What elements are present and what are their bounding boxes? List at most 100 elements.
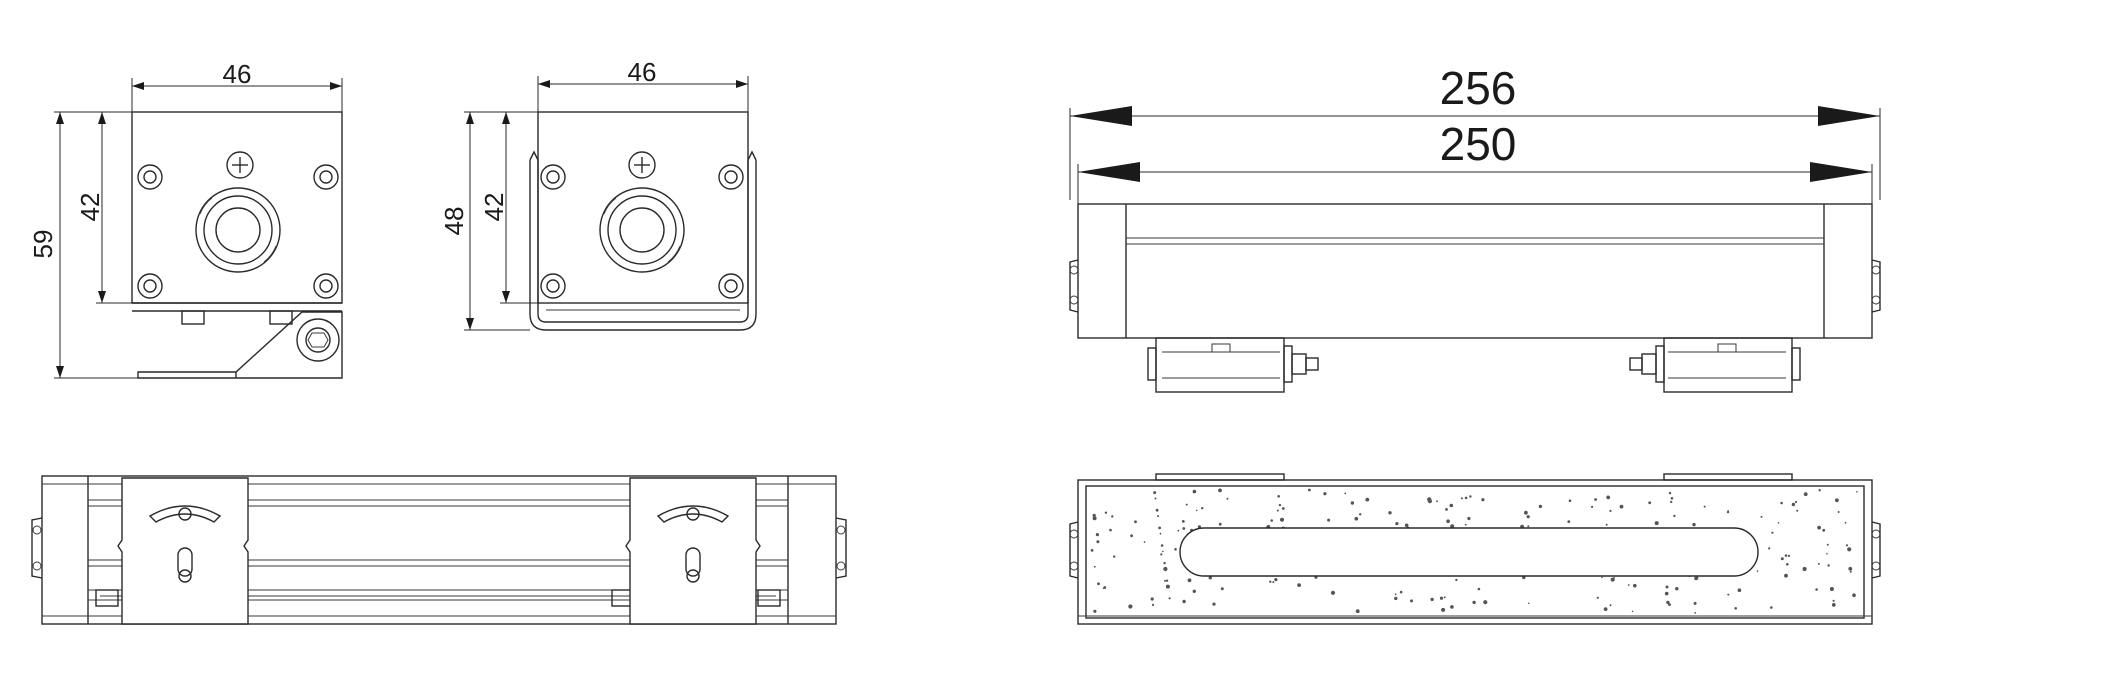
texture-dot xyxy=(1794,500,1798,504)
texture-dot xyxy=(1187,578,1192,583)
texture-dot xyxy=(1277,495,1280,498)
texture-dot xyxy=(1274,578,1278,582)
phillips-screw-icon xyxy=(226,151,254,179)
texture-dot xyxy=(1770,606,1773,609)
texture-dot xyxy=(1153,491,1157,495)
texture-dot xyxy=(1297,583,1301,587)
texture-dot xyxy=(1771,531,1774,534)
texture-dot xyxy=(1192,489,1197,494)
front-view-u-bracket: 46 42 xyxy=(439,57,757,331)
cable-gland-icon xyxy=(599,187,685,273)
texture-dot xyxy=(1092,513,1096,517)
texture-dot xyxy=(1786,563,1789,566)
texture-dot xyxy=(1163,566,1168,572)
texture-dot xyxy=(1226,497,1229,500)
texture-dot xyxy=(1848,566,1853,571)
front-view-bracket: 46 xyxy=(28,59,343,379)
texture-dot xyxy=(1845,544,1849,547)
corner-screw-icon xyxy=(540,164,744,299)
texture-dot xyxy=(1128,604,1133,609)
texture-dot xyxy=(1784,554,1788,557)
texture-dot xyxy=(1483,600,1488,605)
texture-dot xyxy=(1359,513,1362,516)
texture-dot xyxy=(1619,504,1624,509)
body-height-dimension-label: 42 xyxy=(75,193,105,222)
texture-dot xyxy=(1727,593,1730,596)
phillips-screw-icon xyxy=(628,151,656,179)
texture-dot xyxy=(1780,501,1783,505)
texture-dot xyxy=(1703,505,1706,508)
texture-dot xyxy=(1694,612,1697,614)
texture-dot xyxy=(1150,597,1154,601)
side-view: 256 250 xyxy=(1069,62,1881,393)
texture-dot xyxy=(1472,600,1476,605)
texture-dot xyxy=(1673,514,1676,518)
texture-dot xyxy=(1847,547,1852,552)
texture-dot xyxy=(1803,492,1808,497)
overall-length-dimension-label: 256 xyxy=(1440,62,1517,114)
texture-dot xyxy=(1281,507,1285,510)
texture-dot xyxy=(1344,492,1347,495)
texture-dot xyxy=(1670,497,1674,500)
texture-dot xyxy=(1182,527,1186,530)
texture-dot xyxy=(1603,607,1608,611)
texture-dot xyxy=(1826,543,1829,546)
texture-dot xyxy=(1093,609,1097,613)
texture-dot xyxy=(1837,511,1840,513)
texture-dot xyxy=(1162,550,1164,553)
texture-dot xyxy=(1174,548,1177,551)
texture-dot xyxy=(1835,498,1839,503)
texture-dot xyxy=(1815,588,1818,591)
texture-dot xyxy=(1524,510,1528,515)
texture-dot xyxy=(1092,516,1097,521)
texture-dot xyxy=(1439,596,1444,600)
texture-dot xyxy=(1596,596,1599,599)
texture-dot xyxy=(1796,509,1799,512)
texture-dot xyxy=(1668,603,1671,606)
texture-dot xyxy=(1737,588,1742,592)
texture-dot xyxy=(1159,532,1162,535)
texture-dot xyxy=(1104,511,1108,514)
mounting-plate-left xyxy=(117,477,249,625)
texture-dot xyxy=(1143,541,1146,543)
texture-dot xyxy=(1404,523,1409,528)
texture-dot xyxy=(1844,521,1847,524)
texture-dot xyxy=(1212,602,1216,606)
texture-dot xyxy=(1726,510,1730,514)
texture-dot xyxy=(1365,497,1370,502)
texture-dot xyxy=(1394,593,1397,596)
mounting-plate-right xyxy=(625,477,761,625)
texture-dot xyxy=(1760,515,1763,518)
texture-dot xyxy=(1096,540,1100,544)
texture-dot xyxy=(1817,525,1821,530)
texture-dot xyxy=(1160,553,1163,556)
texture-dot xyxy=(1469,495,1472,498)
texture-dot xyxy=(1633,583,1637,588)
total-height-dimension-label: 59 xyxy=(28,230,58,259)
width-dimension-label: 46 xyxy=(223,59,252,89)
texture-dot xyxy=(1177,529,1180,532)
texture-dot xyxy=(1182,599,1186,604)
texture-dot xyxy=(1276,509,1279,512)
texture-dot xyxy=(1666,600,1670,605)
texture-dot xyxy=(1610,577,1615,582)
texture-dot xyxy=(1195,509,1198,512)
texture-dot xyxy=(1093,565,1096,568)
texture-dot xyxy=(1441,607,1446,612)
texture-dot xyxy=(1323,492,1327,496)
texture-dot xyxy=(1832,599,1835,602)
texture-dot xyxy=(1668,491,1672,495)
texture-dot xyxy=(1826,553,1828,555)
texture-dot xyxy=(1218,522,1222,526)
texture-dot xyxy=(1627,584,1630,586)
body-height-dimension-label: 42 xyxy=(479,193,509,222)
texture-dot xyxy=(1095,533,1099,537)
texture-dot xyxy=(1852,593,1856,597)
texture-dot xyxy=(1354,516,1359,521)
texture-dot xyxy=(1270,519,1273,522)
texture-dot xyxy=(1692,522,1696,527)
texture-dot xyxy=(1791,502,1796,507)
texture-dot xyxy=(1151,603,1155,607)
texture-dot xyxy=(1768,547,1771,550)
